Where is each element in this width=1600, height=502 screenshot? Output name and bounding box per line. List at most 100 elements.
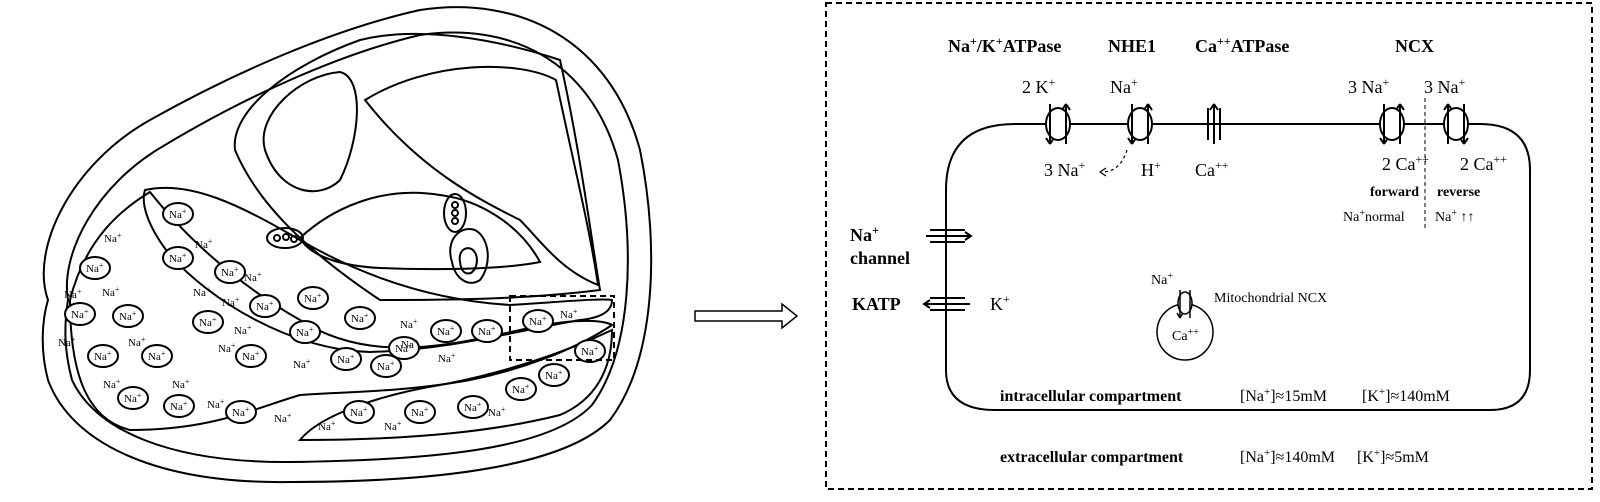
- ncx-forward-transporter: [1379, 103, 1405, 145]
- svg-text:Na+: Na+: [296, 325, 314, 339]
- tibia: [262, 70, 358, 193]
- nhe1-transporter: [1127, 103, 1153, 145]
- cell-membrane: [945, 123, 1531, 411]
- vessel: [282, 233, 290, 241]
- extracellular-label: extracellular compartment: [1000, 449, 1184, 466]
- muscle-cell: Na+: [117, 386, 149, 410]
- muscle-cell: Na+: [343, 400, 375, 424]
- extracellular-na-ion: Na+: [207, 397, 225, 411]
- muscle-cell: Na+: [235, 344, 267, 368]
- svg-text:Na+: Na+: [377, 359, 395, 373]
- intracellular-k: [K+]≈140mM: [1362, 386, 1450, 405]
- muscle-cell: Na+: [79, 256, 111, 280]
- extracellular-na-ion: Na+: [560, 307, 578, 321]
- upper-right-compartment: [363, 65, 600, 287]
- muscle-cell: Na+: [330, 347, 362, 371]
- svg-text:Na+: Na+: [304, 291, 322, 305]
- muscle-cell: Na+: [162, 202, 194, 226]
- vessel: [451, 217, 459, 225]
- svg-text:Na+: Na+: [411, 405, 429, 419]
- muscle-cell: Na+: [574, 339, 606, 363]
- ncx-forward-bottom-ion: 2 Ca++: [1382, 152, 1429, 174]
- extracellular-na-ion: Na+: [102, 285, 120, 299]
- svg-text:Na+: Na+: [464, 400, 482, 414]
- extracellular-na-ion: Na+: [318, 419, 336, 433]
- nak-top-ion: 2 K+: [1022, 75, 1056, 97]
- mito-ncx-label: Mitochondrial NCX: [1214, 291, 1327, 306]
- arrowhead: [1098, 167, 1107, 177]
- ncx-forward-label: forward: [1370, 185, 1419, 200]
- zoom-region-box: [509, 295, 615, 361]
- nhe1-dashed-arrow: [1101, 149, 1128, 173]
- skin-outer: [41, 6, 653, 484]
- svg-text:Na+: Na+: [437, 324, 455, 338]
- extracellular-na-ion: Na+: [293, 357, 311, 371]
- extracellular-na-ion: Na+: [103, 377, 121, 391]
- fibula-bone: [449, 228, 489, 284]
- svg-text:Na+: Na+: [71, 307, 89, 321]
- svg-text:Na+: Na+: [148, 349, 166, 363]
- svg-text:Na+: Na+: [170, 399, 188, 413]
- extracellular-na-ion: Na+: [488, 405, 506, 419]
- nhe1-title: NHE1: [1108, 36, 1156, 56]
- svg-text:Na+: Na+: [119, 309, 137, 323]
- vessel: [451, 209, 459, 217]
- nhe1-top-ion: Na+: [1110, 75, 1138, 97]
- fascia-inner: [64, 31, 629, 464]
- ncx-reverse-condition: Na+ ↑↑: [1435, 208, 1474, 225]
- muscle-cell: Na+: [163, 394, 195, 418]
- muscle-cell: Na+: [430, 319, 462, 343]
- extracellular-na: [Na+]≈140mM: [1240, 447, 1335, 466]
- svg-text:Na+: Na+: [94, 349, 112, 363]
- mitochondrion: [1156, 290, 1214, 361]
- ncx-title: NCX: [1395, 36, 1434, 56]
- extracellular-na-ion: Na+: [222, 295, 240, 309]
- muscle-cell: Na+: [404, 400, 436, 424]
- extracellular-k: [K+]≈5mM: [1357, 447, 1429, 466]
- ncx-forward-condition: Na+normal: [1343, 208, 1405, 225]
- svg-text:Na+: Na+: [232, 405, 250, 419]
- nak-atpase-transporter: [1045, 103, 1071, 145]
- extracellular-na-ion: Na+: [172, 377, 190, 391]
- extracellular-na-ion: Na+: [58, 335, 76, 349]
- muscle-cell: Na+: [370, 354, 402, 378]
- muscle-cell: Na+: [344, 306, 376, 330]
- intracellular-na: [Na+]≈15mM: [1240, 386, 1327, 405]
- extracellular-na-ion: Na+: [274, 411, 292, 425]
- zoom-panel-border: [825, 2, 1593, 490]
- svg-text:Na+: Na+: [242, 349, 260, 363]
- extracellular-na-ion: Na+: [401, 337, 419, 351]
- fibula-medulla: [458, 247, 478, 275]
- ncx-reverse-transporter: [1443, 103, 1469, 145]
- ncx-forward-top-ion: 3 Na+: [1348, 75, 1390, 97]
- muscle-cell: Na+: [388, 336, 420, 360]
- extracellular-na-ion: Na+: [438, 351, 456, 365]
- muscle-cell: Na+: [297, 286, 329, 310]
- svg-text:Na+: Na+: [395, 341, 413, 355]
- muscle-cells: Na+Na+Na+Na+Na+Na+Na+Na+Na+Na+Na+Na+Na+N…: [64, 202, 606, 424]
- muscle-cell: Na+: [457, 395, 489, 419]
- svg-text:Na+: Na+: [581, 344, 599, 358]
- bone-compartment: [233, 32, 602, 302]
- vessel-bundle-2: [443, 193, 467, 233]
- muscle-cell: Na+: [87, 344, 119, 368]
- katp-channel-icon: [922, 297, 970, 311]
- na-channel-icon: [926, 229, 973, 243]
- muscle-cell: Na+: [112, 304, 144, 328]
- posterior-compartment: [68, 190, 614, 432]
- right-arrow-icon: [694, 302, 799, 330]
- ca-atpase-title: Ca++ATPase: [1195, 34, 1289, 56]
- extracellular-na-ion: Na+: [128, 335, 146, 349]
- extracellular-na-ion: Na+: [195, 237, 213, 251]
- muscle-cell: Na+: [249, 294, 281, 318]
- svg-text:Na+: Na+: [337, 352, 355, 366]
- superficial-compartment: [297, 328, 614, 442]
- svg-text:Na+: Na+: [221, 265, 239, 279]
- muscle-cell: Na+: [162, 246, 194, 270]
- vessel: [290, 235, 298, 243]
- muscle-cell: Na+: [64, 302, 96, 326]
- muscle-cell: Na+: [141, 344, 173, 368]
- extracellular-na-ion: Na+: [104, 231, 122, 245]
- nak-atpase-title: Na+/K+ATPase: [948, 34, 1061, 56]
- ncx-reverse-bottom-ion: 2 Ca++: [1460, 152, 1507, 174]
